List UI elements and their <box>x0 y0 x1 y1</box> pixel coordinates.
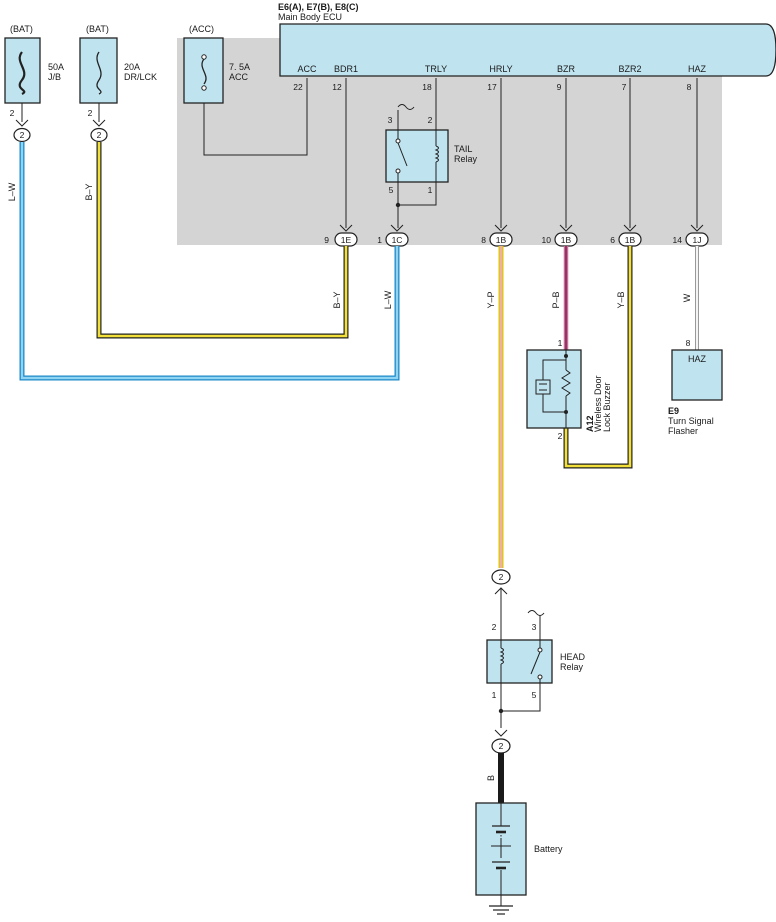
svg-text:2: 2 <box>97 130 102 140</box>
ecu-terminal-acc: ACC 22 <box>293 64 317 92</box>
svg-text:TAIL: TAIL <box>454 144 472 154</box>
svg-text:Relay: Relay <box>454 154 478 164</box>
svg-text:J/B: J/B <box>48 72 61 82</box>
wire-label-yb: Y–B <box>616 291 626 308</box>
svg-text:HAZ: HAZ <box>688 64 707 74</box>
svg-text:1: 1 <box>492 690 497 700</box>
svg-text:1: 1 <box>558 338 563 348</box>
svg-text:(ACC): (ACC) <box>189 24 214 34</box>
wire-label-b: B <box>486 775 496 781</box>
svg-text:(BAT): (BAT) <box>86 24 109 34</box>
svg-text:ACC: ACC <box>229 72 249 82</box>
svg-text:18: 18 <box>422 82 432 92</box>
ecu-terminal-bzr2: BZR2 7 <box>618 64 641 92</box>
svg-text:5: 5 <box>532 690 537 700</box>
ecu-code: E6(A), E7(B), E8(C) <box>278 2 359 12</box>
wire-label-lw-1: L–W <box>7 182 17 201</box>
svg-text:7: 7 <box>622 82 627 92</box>
wire-label-pb: P–B <box>551 291 561 308</box>
svg-text:Flasher: Flasher <box>668 426 698 436</box>
wire-label-lw-2: L–W <box>383 290 393 309</box>
svg-text:1B: 1B <box>561 235 572 245</box>
svg-text:Lock Buzzer: Lock Buzzer <box>602 382 612 432</box>
svg-text:BZR: BZR <box>557 64 576 74</box>
svg-text:8: 8 <box>481 235 486 245</box>
svg-text:7. 5A: 7. 5A <box>229 62 250 72</box>
svg-text:2: 2 <box>558 431 563 441</box>
junction-connector-1b-bzr: 1B 10 <box>542 224 578 247</box>
ecu-terminal-haz: HAZ 8 <box>687 64 707 92</box>
fuse-50a-jb: (BAT) 50A J/B 2 2 <box>4 24 64 143</box>
svg-text:A12: A12 <box>585 415 595 432</box>
svg-text:2: 2 <box>492 622 497 632</box>
svg-text:(BAT): (BAT) <box>10 24 33 34</box>
wire-label-by-1: B–Y <box>84 183 94 200</box>
svg-text:5: 5 <box>389 185 394 195</box>
svg-text:1J: 1J <box>693 235 702 245</box>
turn-signal-flasher: HAZ 8 E9 Turn Signal Flasher <box>668 338 723 436</box>
head-relay-connector-top: 2 <box>491 569 511 640</box>
svg-text:50A: 50A <box>48 62 64 72</box>
svg-text:HRLY: HRLY <box>489 64 512 74</box>
svg-text:3: 3 <box>388 115 393 125</box>
svg-text:2: 2 <box>499 741 504 751</box>
battery: Battery <box>475 802 563 906</box>
svg-text:9: 9 <box>324 235 329 245</box>
svg-text:1: 1 <box>377 235 382 245</box>
svg-text:1E: 1E <box>341 235 352 245</box>
ecu-terminal-bzr: BZR 9 <box>557 64 576 92</box>
svg-text:6: 6 <box>610 235 615 245</box>
svg-text:ACC: ACC <box>297 64 317 74</box>
svg-text:20A: 20A <box>124 62 140 72</box>
svg-text:8: 8 <box>687 82 692 92</box>
wireless-door-lock-buzzer: 1 2 A12 Wireless Door Lock Buzzer <box>526 338 612 441</box>
ecu-name: Main Body ECU <box>278 12 342 22</box>
svg-text:HEAD: HEAD <box>560 652 586 662</box>
svg-text:Relay: Relay <box>560 662 584 672</box>
svg-text:2: 2 <box>499 572 504 582</box>
svg-text:HAZ: HAZ <box>688 354 707 364</box>
svg-text:Battery: Battery <box>534 844 563 854</box>
svg-text:12: 12 <box>332 82 342 92</box>
svg-text:2: 2 <box>20 130 25 140</box>
svg-text:Wireless Door: Wireless Door <box>593 375 603 432</box>
ecu-terminal-hrly: HRLY 17 <box>487 64 512 92</box>
svg-text:BDR1: BDR1 <box>334 64 358 74</box>
svg-text:14: 14 <box>673 235 683 245</box>
svg-text:BZR2: BZR2 <box>618 64 641 74</box>
svg-text:22: 22 <box>293 82 303 92</box>
fuse-20a-drlck: (BAT) 20A DR/LCK 2 2 <box>79 24 157 143</box>
acc-internal-line <box>203 78 308 156</box>
svg-text:E9: E9 <box>668 406 679 416</box>
svg-text:2: 2 <box>428 115 433 125</box>
wire-label-by-2: B–Y <box>332 291 342 308</box>
svg-text:9: 9 <box>557 82 562 92</box>
tail-relay: 3 2 5 1 TAIL Relay <box>385 78 478 228</box>
svg-text:1B: 1B <box>625 235 636 245</box>
svg-text:1: 1 <box>428 185 433 195</box>
svg-text:Turn Signal: Turn Signal <box>668 416 714 426</box>
ground-icon <box>489 905 513 915</box>
svg-text:8: 8 <box>686 338 691 348</box>
wire-label-yp: Y–P <box>486 291 496 308</box>
svg-text:2: 2 <box>88 108 93 118</box>
wire-label-w: W <box>682 293 692 302</box>
svg-text:1C: 1C <box>392 235 403 245</box>
svg-text:17: 17 <box>487 82 497 92</box>
ecu-terminal-bdr1: BDR1 12 <box>332 64 358 92</box>
head-relay: 2 3 1 5 HEAD Relay <box>486 610 586 728</box>
svg-text:TRLY: TRLY <box>425 64 447 74</box>
svg-text:10: 10 <box>542 235 552 245</box>
svg-text:1B: 1B <box>496 235 507 245</box>
svg-text:2: 2 <box>10 108 15 118</box>
svg-text:3: 3 <box>532 622 537 632</box>
head-relay-connector-bottom: 2 <box>491 729 511 754</box>
svg-text:DR/LCK: DR/LCK <box>124 72 157 82</box>
fuse-7-5a-acc: (ACC) 7. 5A ACC <box>183 24 250 104</box>
ecu-terminal-trly: TRLY 18 <box>422 64 447 92</box>
